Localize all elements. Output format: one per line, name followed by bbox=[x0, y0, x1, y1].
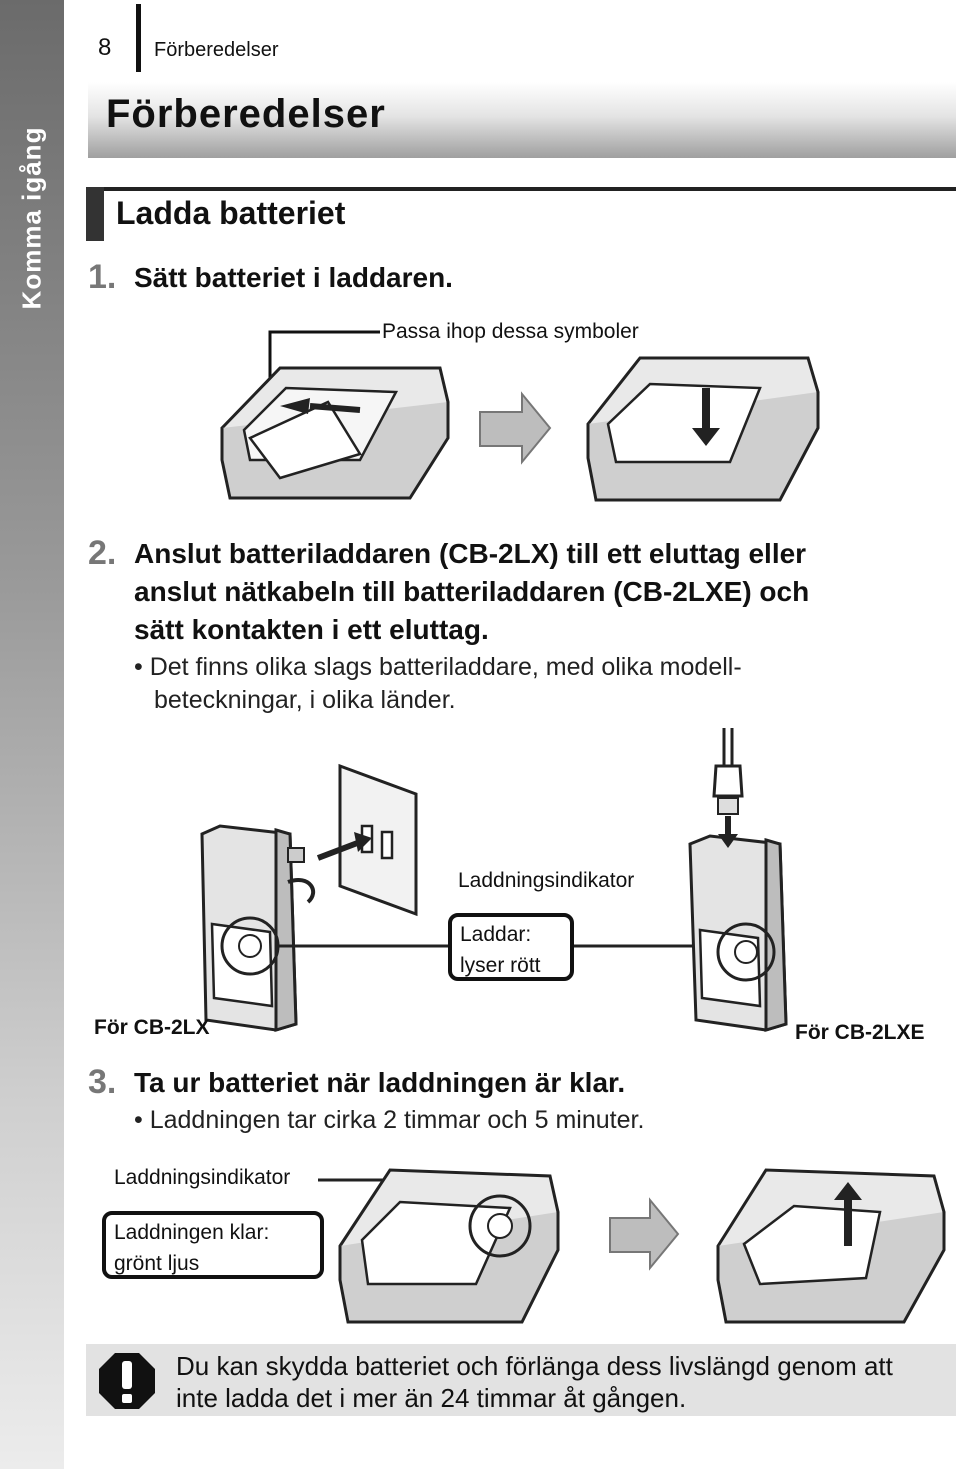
remove-battery-figure bbox=[318, 1168, 946, 1324]
charging-status-line-1: Laddar: bbox=[460, 923, 532, 946]
page-number: 8 bbox=[98, 34, 112, 61]
charger-right-icon bbox=[586, 356, 820, 502]
next-step-arrow-icon bbox=[479, 391, 552, 465]
subheading-marker bbox=[86, 187, 104, 241]
step-1-text: Sätt batteriet i laddaren. bbox=[134, 262, 453, 293]
step-3-text: Ta ur batteriet när laddningen är klar. bbox=[134, 1067, 626, 1098]
done-status-line-2: grönt ljus bbox=[114, 1252, 200, 1275]
subheading-rule bbox=[104, 187, 956, 191]
charger-removing-icon bbox=[716, 1168, 946, 1324]
model-label-cb2lx: För CB-2LX bbox=[94, 1016, 210, 1039]
page-title: Förberedelser bbox=[106, 92, 386, 136]
step-2-line-2: anslut nätkabeln till batteriladdaren (C… bbox=[134, 576, 810, 607]
done-status-line-1: Laddningen klar: bbox=[114, 1221, 270, 1244]
side-tab-text: Komma igång bbox=[16, 126, 47, 310]
charger-left-icon bbox=[220, 366, 450, 500]
note-line-2: inte ladda det i mer än 24 timmar åt gån… bbox=[176, 1383, 687, 1413]
step-3-number: 3. bbox=[88, 1063, 117, 1101]
step-2-bullet-line-1: • Det finns olika slags batteriladdare, … bbox=[134, 653, 742, 681]
indicator-label-done: Laddningsindikator bbox=[114, 1166, 291, 1189]
model-label-cb2lxe: För CB-2LXE bbox=[795, 1021, 925, 1044]
note-line-1: Du kan skydda batteriet och förlänga des… bbox=[176, 1351, 893, 1381]
note-bar bbox=[86, 1344, 956, 1416]
step-2-line-1: Anslut batteriladdaren (CB-2LX) till ett… bbox=[134, 538, 807, 569]
done-status-box: Laddningen klar: grönt ljus bbox=[102, 1211, 324, 1279]
charger-cb2lx-icon bbox=[200, 824, 316, 1033]
step-1-number: 1. bbox=[88, 258, 117, 296]
side-tab bbox=[0, 0, 64, 1469]
step-2-bullet-line-2: beteckningar, i olika länder. bbox=[154, 686, 456, 714]
exclamation-warning-icon bbox=[99, 1353, 155, 1409]
charging-status-line-2: lyser rött bbox=[460, 954, 541, 977]
connect-charger-figure bbox=[200, 728, 788, 1033]
title-bar: Förberedelser bbox=[88, 82, 956, 158]
header-section-name: Förberedelser bbox=[154, 39, 279, 61]
side-tab-label: Komma igång bbox=[0, 0, 64, 440]
note-text: Du kan skydda batteriet och förlänga des… bbox=[176, 1350, 951, 1414]
step-2-line-3: sätt kontakten i ett eluttag. bbox=[134, 614, 489, 645]
insert-battery-figure bbox=[220, 330, 820, 502]
charger-charged-icon bbox=[338, 1168, 560, 1324]
step-2-number: 2. bbox=[88, 534, 117, 572]
charging-status-box: Laddar: lyser rött bbox=[448, 913, 574, 981]
subheading: Ladda batteriet bbox=[116, 195, 346, 231]
symbol-callout: Passa ihop dessa symboler bbox=[382, 320, 639, 343]
charger-cb2lxe-icon bbox=[688, 834, 788, 1033]
power-cable-icon bbox=[712, 728, 744, 848]
wall-outlet-icon bbox=[338, 763, 418, 917]
next-step-arrow-2-icon bbox=[609, 1197, 680, 1271]
indicator-label-charging: Laddningsindikator bbox=[458, 869, 635, 892]
header-divider bbox=[136, 4, 141, 72]
step-3-bullet: • Laddningen tar cirka 2 timmar och 5 mi… bbox=[134, 1106, 645, 1134]
